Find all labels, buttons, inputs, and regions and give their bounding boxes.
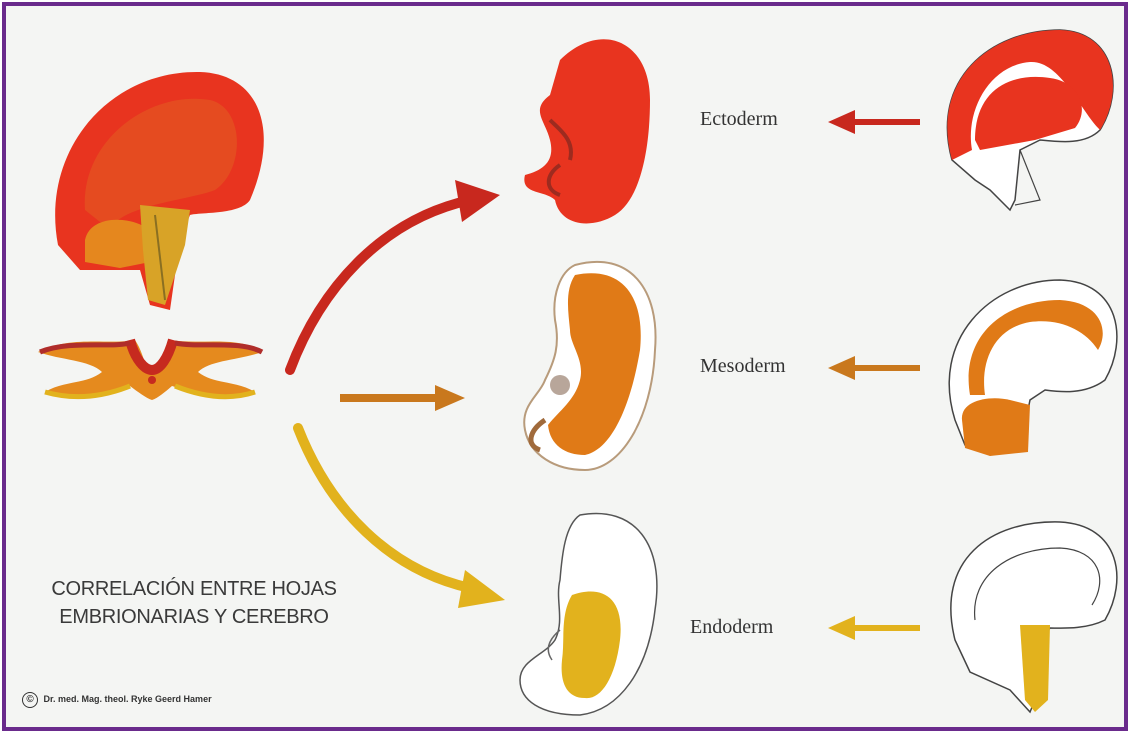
mesoderm-label: Mesoderm xyxy=(700,355,786,378)
title-line-1: CORRELACIÓN ENTRE HOJAS xyxy=(24,575,364,603)
credit-line: © Dr. med. Mag. theol. Ryke Geerd Hamer xyxy=(22,692,212,708)
title-line-2: EMBRIONARIAS Y CEREBRO xyxy=(24,603,364,631)
credit-text: Dr. med. Mag. theol. Ryke Geerd Hamer xyxy=(44,694,212,704)
ectoderm-label: Ectoderm xyxy=(700,108,778,131)
diagram-title: CORRELACIÓN ENTRE HOJAS EMBRIONARIAS Y C… xyxy=(24,575,364,631)
endoderm-label: Endoderm xyxy=(690,616,773,639)
copyright-icon: © xyxy=(22,692,38,708)
